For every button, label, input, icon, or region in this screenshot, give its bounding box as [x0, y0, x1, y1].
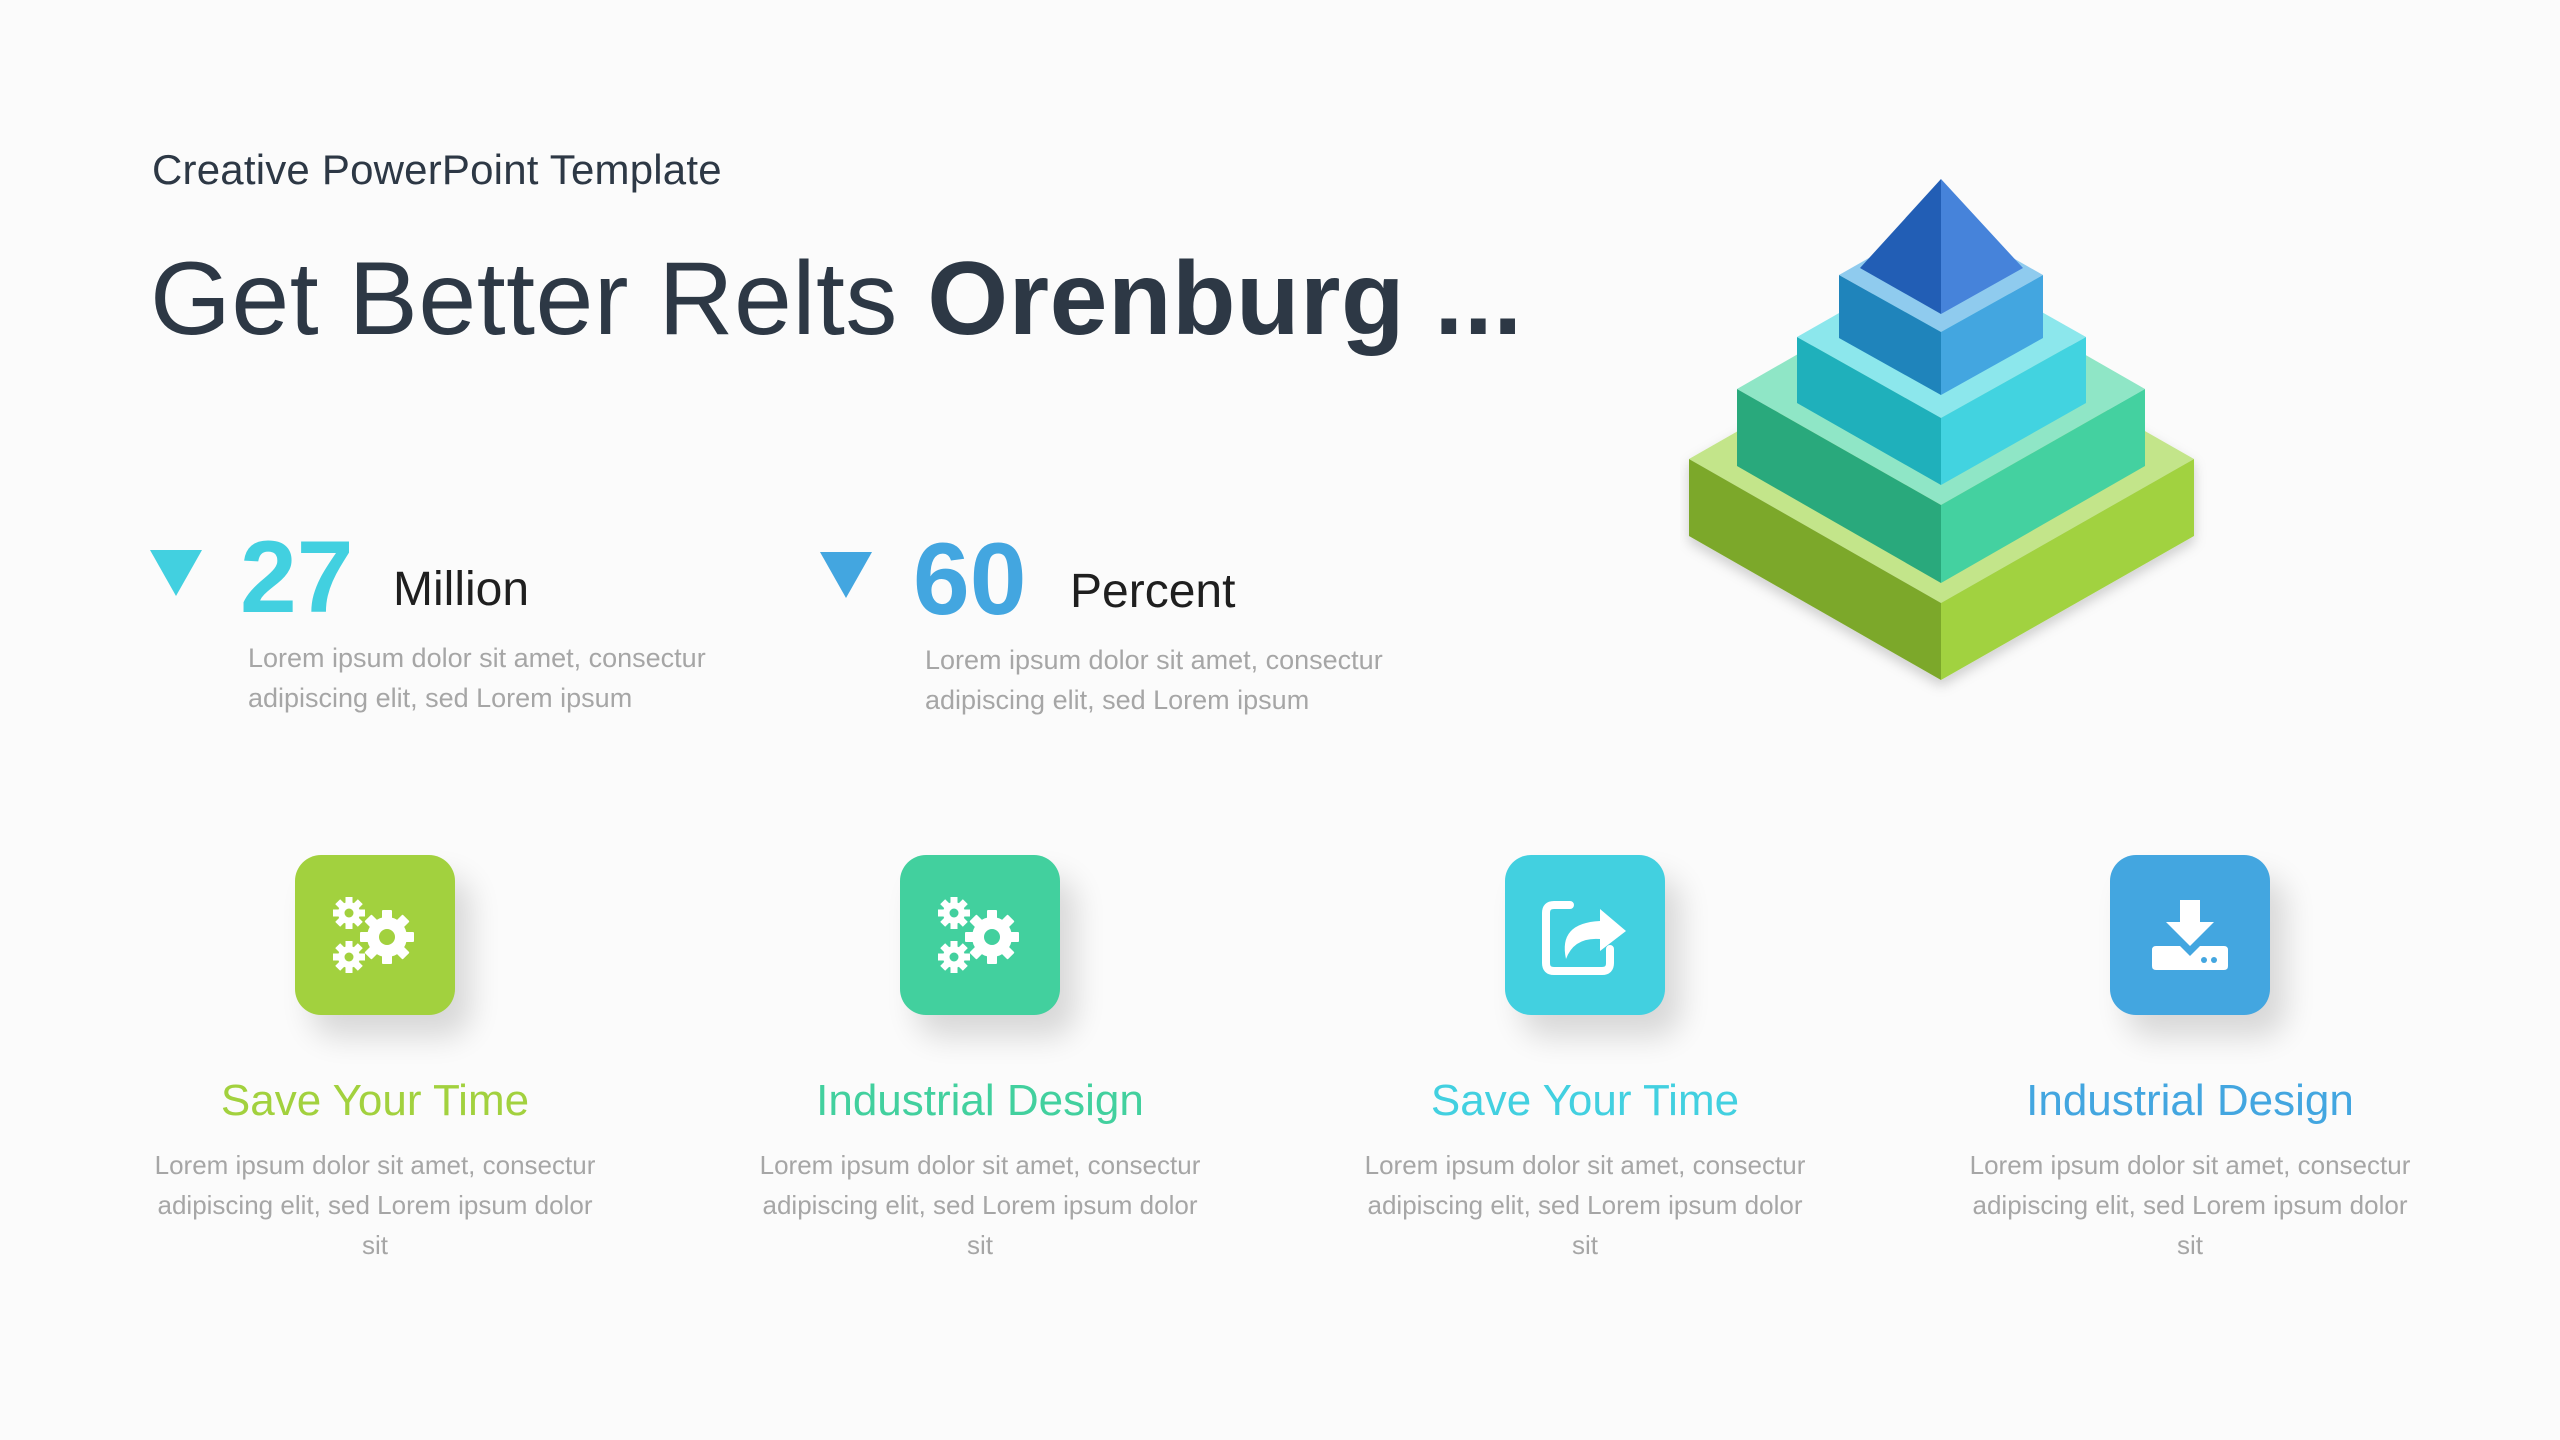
- feature-description: Lorem ipsum dolor sit amet, consectur ad…: [759, 1150, 1201, 1261]
- slide-subtitle: Creative PowerPoint Template: [152, 146, 722, 193]
- feature-description: Lorem ipsum dolor sit amet, consectur ad…: [1969, 1150, 2411, 1261]
- stat-value: 60: [913, 522, 1027, 636]
- feature-description: Lorem ipsum dolor sit amet, consectur ad…: [154, 1150, 596, 1261]
- triangle-down-icon: [150, 550, 202, 596]
- feature-icon-tile: [2110, 855, 2270, 1015]
- feature-icon-tile: [900, 855, 1060, 1015]
- stat-description: Lorem ipsum dolor sit amet, consectur ad…: [248, 643, 706, 713]
- feature-title: Save Your Time: [1430, 1076, 1740, 1125]
- feature-card-industrial-design-1: Industrial Design Lorem ipsum dolor sit …: [740, 855, 1220, 1265]
- gears-icon: [938, 897, 1019, 973]
- feature-card-industrial-design-2: Industrial Design Lorem ipsum dolor sit …: [1950, 855, 2430, 1265]
- feature-card-save-time-1: Save Your Time Lorem ipsum dolor sit ame…: [135, 855, 615, 1265]
- title-light-part: Get Better Relts: [150, 241, 928, 357]
- gears-icon: [333, 897, 414, 973]
- isometric-pyramid-graphic: [1689, 179, 2194, 680]
- stat-value: 27: [240, 520, 354, 634]
- triangle-down-icon: [820, 552, 872, 598]
- feature-title: Industrial Design: [2026, 1076, 2354, 1125]
- feature-description: Lorem ipsum dolor sit amet, consectur ad…: [1364, 1150, 1806, 1261]
- stat-description: Lorem ipsum dolor sit amet, consectur ad…: [925, 645, 1383, 715]
- feature-title: Save Your Time: [220, 1076, 530, 1125]
- feature-card-save-time-2: Save Your Time Lorem ipsum dolor sit ame…: [1345, 855, 1825, 1265]
- slide-title: Get Better Relts Orenburg ...: [150, 240, 1523, 359]
- stat-unit: Percent: [1070, 565, 1236, 618]
- feature-title: Industrial Design: [816, 1076, 1144, 1125]
- feature-icon-tile: [1505, 855, 1665, 1015]
- pyramid-apex: [1860, 179, 2023, 314]
- share-icon: [1542, 901, 1626, 975]
- title-bold-part: Orenburg ...: [927, 241, 1523, 357]
- download-icon: [2152, 900, 2228, 970]
- feature-icon-tile: [295, 855, 455, 1015]
- stat-unit: Million: [393, 563, 530, 616]
